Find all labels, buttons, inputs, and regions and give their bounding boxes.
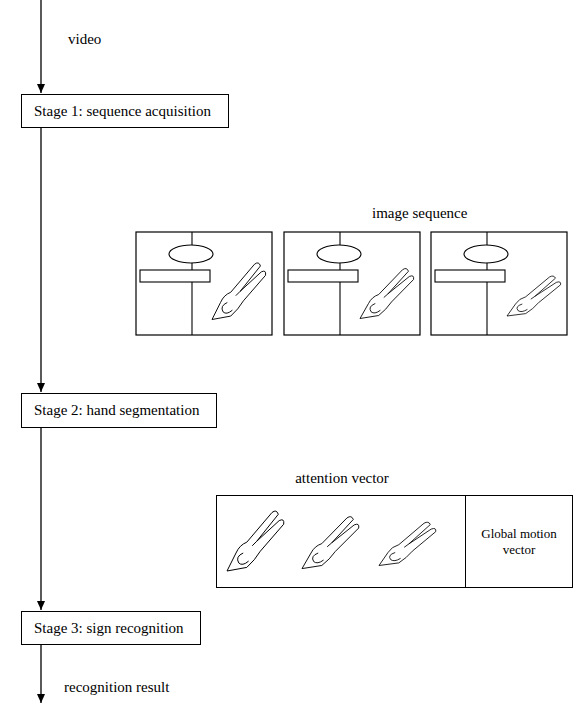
text-label: video — [68, 31, 101, 48]
process-box: Stage 3: sign recognition — [21, 611, 201, 645]
process-box: Stage 1: sequence acquisition — [21, 94, 229, 128]
output-arrow — [41, 645, 42, 703]
hand-images — [217, 496, 466, 587]
image-frame — [431, 232, 567, 335]
process-box: Stage 2: hand segmentation — [21, 393, 217, 428]
box-text: Stage 1: sequence acquisition — [34, 103, 211, 120]
flow-arrow — [40, 128, 41, 392]
section-heading: attention vector — [217, 470, 467, 487]
box-text: Stage 3: sign recognition — [34, 620, 184, 637]
text-label: recognition result — [64, 679, 169, 696]
image-frame — [284, 232, 420, 335]
box-text: Stage 2: hand segmentation — [34, 402, 199, 419]
cell-text: Global motion vector — [465, 496, 572, 587]
flow-arrow — [40, 428, 41, 610]
input-arrow — [41, 0, 42, 93]
text-label: image sequence — [372, 205, 467, 222]
image-frame — [136, 232, 272, 335]
attention-vector-box: attention vectorGlobal motion vector — [216, 495, 573, 588]
